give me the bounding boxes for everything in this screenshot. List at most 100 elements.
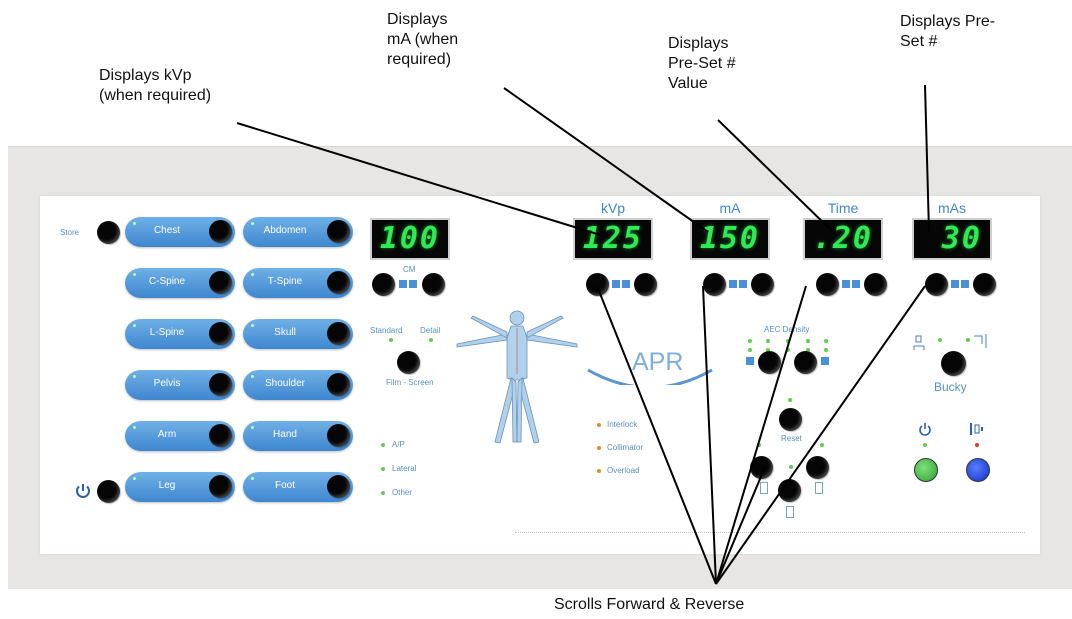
cm-down-button[interactable]: [372, 273, 395, 296]
exam-button-l-spine[interactable]: L-Spine: [125, 319, 235, 349]
store-button[interactable]: [97, 221, 120, 244]
callout-kvp: Displays kVp (when required): [99, 67, 212, 104]
field-center-led: [789, 465, 793, 469]
exam-button-foot[interactable]: Foot: [243, 472, 353, 502]
time-reverse-button[interactable]: [816, 273, 839, 296]
exam-knob[interactable]: [327, 322, 350, 345]
exam-button-chest[interactable]: Chest: [125, 217, 235, 247]
exam-button-hand[interactable]: Hand: [243, 421, 353, 451]
exam-knob[interactable]: [327, 424, 350, 447]
power-icon: [74, 482, 92, 500]
aec-left-icon: [746, 357, 754, 365]
field-right-led: [820, 443, 824, 447]
time-display: .20: [803, 218, 883, 260]
field-right-icon: [815, 482, 823, 494]
kvp-forward-button[interactable]: [634, 273, 657, 296]
aec-led: [748, 339, 752, 343]
exam-knob[interactable]: [327, 271, 350, 294]
exam-button-c-spine[interactable]: C-Spine: [125, 268, 235, 298]
exam-led: [133, 375, 136, 378]
aec-right-button[interactable]: [794, 351, 817, 374]
aec-led: [824, 348, 828, 352]
film-screen-button[interactable]: [397, 351, 420, 374]
cm-label: CM: [403, 265, 416, 274]
reset-led: [788, 398, 792, 402]
projection-led: [381, 467, 385, 471]
exam-button-label: Abdomen: [263, 225, 307, 236]
cm-up-button[interactable]: [422, 273, 445, 296]
reset-button[interactable]: [779, 408, 802, 431]
exam-led: [133, 324, 136, 327]
exam-led: [251, 273, 254, 276]
exam-button-shoulder[interactable]: Shoulder: [243, 370, 353, 400]
prep-icon: [918, 422, 932, 436]
exam-knob[interactable]: [209, 424, 232, 447]
exam-knob[interactable]: [209, 271, 232, 294]
exam-button-label: Leg: [158, 480, 176, 491]
callout-preset-number: Displays Pre- Set #: [900, 13, 996, 50]
expose-button[interactable]: [966, 458, 990, 482]
callout-scroll: Scrolls Forward & Reverse: [554, 596, 745, 613]
film-screen-label: Film - Screen: [386, 378, 434, 387]
exam-led: [251, 477, 254, 480]
exam-button-pelvis[interactable]: Pelvis: [125, 370, 235, 400]
callout-preset-value: Displays Pre-Set # Value: [668, 35, 736, 92]
exam-button-label: T-Spine: [267, 276, 303, 287]
callout-ma: Displays mA (when required): [387, 11, 459, 68]
ma-arrow-icons: [729, 280, 747, 288]
mas-forward-button[interactable]: [973, 273, 996, 296]
exam-knob[interactable]: [327, 475, 350, 498]
time-forward-button[interactable]: [864, 273, 887, 296]
exam-knob[interactable]: [209, 475, 232, 498]
expose-led: [975, 443, 979, 447]
exam-button-skull[interactable]: Skull: [243, 319, 353, 349]
panel-fine-print: [515, 532, 1025, 536]
aec-led: [748, 348, 752, 352]
mas-heading: mAs: [938, 200, 966, 216]
ma-forward-button[interactable]: [751, 273, 774, 296]
exam-knob[interactable]: [209, 322, 232, 345]
reset-label: Reset: [781, 434, 802, 443]
aec-right-icon: [821, 357, 829, 365]
kvp-reverse-button[interactable]: [586, 273, 609, 296]
projection-label: Lateral: [392, 464, 417, 473]
ma-reverse-button[interactable]: [703, 273, 726, 296]
exam-knob[interactable]: [209, 373, 232, 396]
film-detail-led: [429, 338, 433, 342]
exam-button-label: Skull: [274, 327, 296, 338]
kvp-arrow-icons: [612, 280, 630, 288]
film-detail-label: Detail: [420, 326, 441, 335]
exam-button-label: Shoulder: [264, 378, 306, 389]
exam-knob[interactable]: [209, 220, 232, 243]
kvp-heading: kVp: [600, 200, 626, 216]
field-left-button[interactable]: [750, 456, 773, 479]
projection-label: A/P: [392, 440, 405, 449]
exam-led: [251, 426, 254, 429]
exam-led: [251, 324, 254, 327]
interlock-label: Interlock: [607, 420, 638, 429]
time-heading: Time: [827, 200, 859, 216]
exam-button-label: L-Spine: [149, 327, 185, 338]
exam-knob[interactable]: [327, 220, 350, 243]
bucky-label: Bucky: [934, 380, 967, 394]
projection-label: Other: [392, 488, 413, 497]
bucky-button[interactable]: [941, 351, 966, 376]
exam-button-arm[interactable]: Arm: [125, 421, 235, 451]
field-center-button[interactable]: [778, 479, 801, 502]
field-right-button[interactable]: [806, 456, 829, 479]
exam-knob[interactable]: [327, 373, 350, 396]
ma-display: 150: [690, 218, 770, 260]
exam-button-t-spine[interactable]: T-Spine: [243, 268, 353, 298]
exam-led: [133, 222, 136, 225]
mas-reverse-button[interactable]: [925, 273, 948, 296]
exam-button-label: Pelvis: [153, 378, 181, 389]
exam-button-abdomen[interactable]: Abdomen: [243, 217, 353, 247]
prep-led: [923, 443, 927, 447]
power-button[interactable]: [97, 480, 120, 503]
aec-left-button[interactable]: [758, 351, 781, 374]
exam-button-leg[interactable]: Leg: [125, 472, 235, 502]
cm-arrow-icons: [399, 280, 417, 288]
projection-led: [381, 491, 385, 495]
prep-button[interactable]: [914, 458, 938, 482]
film-standard-label: Standard: [370, 326, 403, 335]
